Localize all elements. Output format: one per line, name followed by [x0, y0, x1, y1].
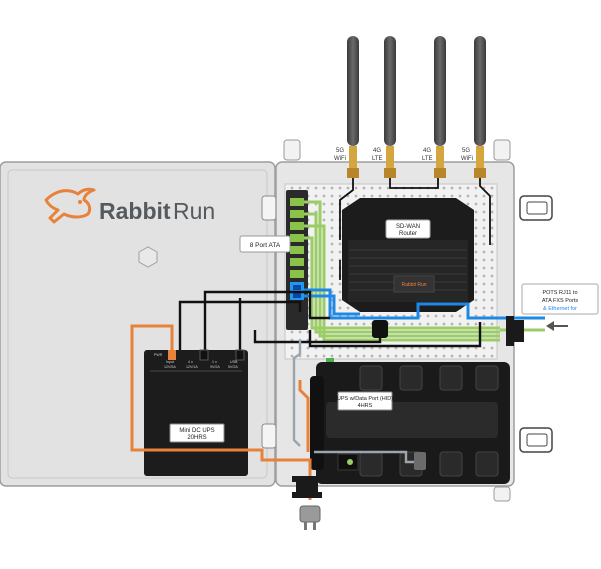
pots-label-line2: ATA FXS Ports — [542, 298, 578, 304]
grey-cable-to-ups — [314, 450, 418, 464]
ata-device — [286, 190, 308, 330]
antenna-4g-lte-right — [434, 36, 446, 178]
ups-dc-label-line1: Mini DC UPS — [179, 428, 214, 434]
mini-dc-ups — [144, 349, 248, 476]
antenna-3-label-line1: 4G — [423, 148, 431, 154]
ups-dc-port-4x-spec: 12V/1A — [186, 365, 198, 369]
antenna-coax-cables — [339, 178, 491, 280]
ata-label: 8 Port ATA — [250, 242, 281, 249]
pots-label-line3: & Ethernet for — [543, 306, 577, 312]
sd-wan-router — [342, 198, 474, 312]
power-plug-icon — [299, 505, 321, 530]
antenna-5g-wifi-right — [474, 36, 486, 178]
arrow-left-icon — [546, 321, 568, 331]
ups-main — [310, 358, 510, 484]
ups-dc-label-line2: 20HRS — [187, 435, 206, 441]
ups-plug — [414, 452, 426, 470]
ups-dc-port-4x: 4 x — [188, 360, 193, 364]
antenna-4-label-line1: 5G — [462, 148, 470, 154]
antenna-5g-wifi-left — [347, 36, 359, 178]
antenna-2-label-line1: 4G — [373, 148, 381, 154]
rabbit-logo-icon — [44, 187, 96, 224]
router-label-line2: Router — [399, 231, 417, 237]
ata-label-box — [239, 235, 291, 253]
antenna-4-label-line2: WiFi — [461, 156, 473, 162]
router-label-line1: SD-WAN — [396, 224, 420, 230]
brand-name-part2: Run — [173, 198, 215, 224]
ups-dc-port-usb-spec: 5V/2A — [228, 365, 238, 369]
ups-dc-port-input-spec: 12V/5A — [164, 365, 176, 369]
bottom-cable-gland — [292, 476, 322, 498]
antenna-3-label-line2: LTE — [422, 156, 433, 162]
pots-label-line1: POTS RJ11 to — [542, 290, 577, 296]
ups-dc-port-usb: USB — [230, 360, 238, 364]
ups-dc-port-1x: 1 x — [212, 360, 217, 364]
data-cable-grey — [292, 340, 302, 447]
ups-dc-port-pwr: PWR — [154, 353, 163, 357]
ups-dc-port-1x-spec: 9V/2A — [210, 365, 220, 369]
antenna-group — [347, 36, 486, 178]
antenna-1-label-line1: 5G — [336, 148, 344, 154]
brand-name-part1: Rabbit — [99, 198, 171, 224]
antenna-4g-lte-left — [384, 36, 396, 178]
router-badge: Rabbit Run — [401, 282, 426, 288]
pots-label-box — [521, 283, 599, 315]
right-cable-gland — [506, 316, 524, 346]
antenna-1-label-line2: WiFi — [334, 156, 346, 162]
ups-dc-port-input: Input — [166, 360, 174, 364]
antenna-2-label-line2: LTE — [372, 156, 383, 162]
power-adapter — [372, 320, 388, 338]
ups-main-label-line1: UPS w/Data Port (HID) — [337, 396, 393, 402]
ups-main-label-line2: 4HRS — [358, 403, 373, 409]
